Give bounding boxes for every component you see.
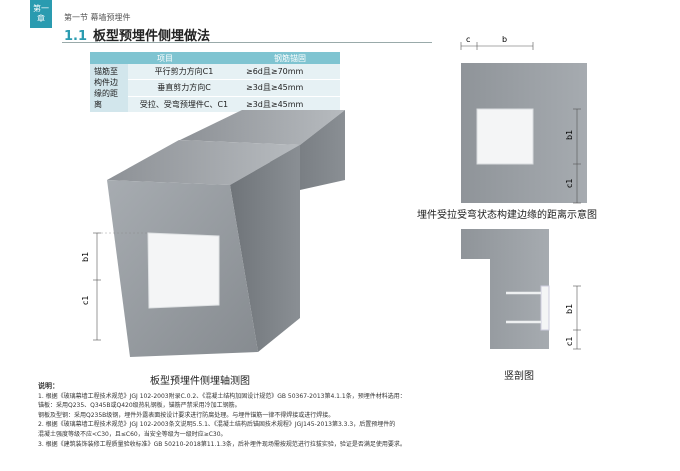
table-row: 锚筋至构件边缘的距离 平行剪力方向C1 ≥6d且≥70mm — [90, 64, 340, 113]
caption-section: 竖剖图 — [504, 371, 534, 382]
column-front-face — [107, 180, 258, 357]
notes-line: 混凝土强度等级不应<C30，且≤C60，当安全等级为一级时应≥C30。 — [38, 430, 227, 438]
section-concrete — [461, 229, 549, 349]
table-cell-value: ≥3d且≥45mm — [240, 79, 340, 97]
notes-line: 1. 根据《玻璃幕墙工程技术规范》JGJ 102-2003附录C.0.2、《混凝… — [38, 392, 406, 400]
table-header-row: 项目 钢筋锚固 — [90, 52, 340, 64]
title-divider — [62, 42, 432, 43]
embedded-plate — [540, 285, 550, 331]
dim-label-c: c — [466, 35, 470, 44]
table-cell-value: ≥6d且≥70mm — [240, 64, 340, 81]
edge-distance-table: 项目 钢筋锚固 锚筋至构件边缘的距离 平行剪力方向C1 ≥6d且≥70mm 垂直… — [90, 52, 340, 114]
column-top-face — [107, 140, 300, 185]
chapter-tab: 第一章 — [30, 0, 52, 28]
table-row: 垂直剪力方向C ≥3d且≥45mm — [90, 79, 340, 97]
concrete-face — [461, 63, 587, 203]
notes-label: 说明： — [38, 382, 59, 390]
dim-label-b1: b1 — [565, 130, 574, 140]
dim-label-c1: c1 — [565, 179, 574, 189]
section-label: 第一节 幕墙预埋件 — [64, 13, 131, 22]
embedded-plate — [147, 232, 220, 309]
caption-edge-distance: 埋件受拉受弯状态构建边缘的距离示意图 — [417, 210, 597, 221]
table-header-anchor: 钢筋锚固 — [240, 52, 340, 64]
notes: 说明： 1. 根据《玻璃幕墙工程技术规范》JGJ 102-2003附录C.0.2… — [38, 382, 658, 449]
page-title: 1.1 板型预埋件侧埋做法 — [64, 25, 210, 44]
table-row: 受拉、受弯预埋件C、C1 ≥3d且≥45mm — [90, 96, 340, 114]
table-cell-value: ≥3d且≥45mm — [240, 96, 340, 114]
slab-front-face — [270, 110, 345, 190]
table-row-group-label: 锚筋至构件边缘的距离 — [90, 64, 128, 113]
notes-line: 钢板及型钢：采用Q235B级钢，埋件外露表面按设计要求进行防腐处理。与埋件锚筋一… — [38, 411, 335, 419]
table-cell-item: 垂直剪力方向C — [128, 79, 240, 97]
dim-label-b1: b1 — [81, 252, 90, 262]
embedded-plate — [476, 108, 534, 165]
table-cell-item: 平行剪力方向C1 — [128, 64, 240, 81]
dim-label-b1: b1 — [565, 304, 574, 314]
caption-axonometric: 板型预埋件侧埋轴测图 — [150, 376, 250, 387]
notes-line: 2. 根据《玻璃幕墙工程技术规范》JGJ 102-2003条文说明5.5.1、《… — [38, 421, 396, 429]
title-number: 1.1 — [64, 29, 88, 44]
column-side-face — [230, 145, 300, 352]
table-cell-item: 受拉、受弯预埋件C、C1 — [128, 96, 240, 114]
slab-top-face — [180, 110, 345, 145]
title-text: 板型预埋件侧埋做法 — [93, 29, 211, 44]
table-header-item: 项目 — [90, 52, 240, 64]
notes-line: 锚板：采用Q235、Q345B或Q420级热轧钢板，锚筋严禁采用冷加工钢筋。 — [38, 402, 241, 410]
dim-label-b: b — [502, 35, 507, 44]
notes-line: 3. 根据《建筑装饰装修工程质量验收标准》GB 50210-2018第11.1.… — [38, 440, 406, 448]
dim-label-c1: c1 — [81, 296, 90, 306]
dim-label-c1: c1 — [565, 337, 574, 347]
